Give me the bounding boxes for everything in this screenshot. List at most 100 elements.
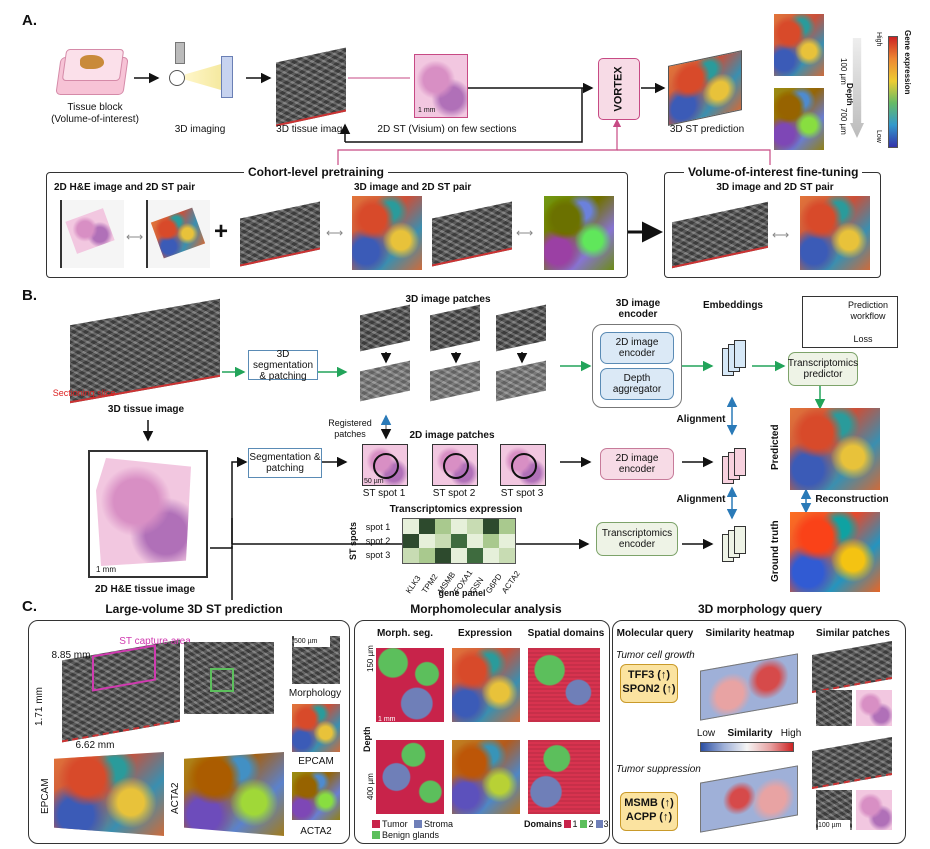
visium-section: [414, 54, 468, 118]
dim-171: 1.71 mm: [34, 687, 45, 726]
depth-label: Depth: [845, 83, 854, 106]
sim-low: Low: [696, 728, 716, 739]
registered-label: Registered patches: [328, 418, 372, 439]
panel-a-letter: A.: [22, 12, 37, 29]
legend-benign: Benign glands: [382, 830, 440, 840]
depth-axis-label: Depth: [362, 726, 372, 753]
q1-label: Tumor cell growth: [616, 650, 695, 661]
imaging-device-illustration: [165, 42, 245, 100]
image-pair-label: 3D image and 2D ST pair: [354, 182, 472, 193]
q1-gene-1: TFF3 (↑): [627, 669, 671, 681]
tissue-image-label-a: 3D tissue image: [276, 124, 348, 135]
spot-label-2: ST spot 2: [432, 488, 476, 499]
colorbar-high: High: [875, 32, 882, 47]
spot-patch-1: [362, 444, 408, 486]
embedding-2d-c: [734, 448, 746, 476]
embedding-3d-c: [734, 340, 746, 368]
embeddings-title: Embeddings: [702, 300, 763, 311]
depth-bottom-label: 700 µm: [839, 108, 848, 135]
morphology-label: Morphology: [288, 688, 342, 699]
legend-tumor: Tumor: [382, 819, 408, 829]
legend-stroma: Stroma: [424, 819, 454, 829]
vortex-label: VORTEX: [613, 66, 626, 112]
enc2d-pill: 2D image encoder: [600, 332, 674, 364]
sim-high: High: [780, 728, 802, 739]
voi-bidir-arrow: ⟷: [772, 228, 790, 242]
capture-area-label: ST capture area: [119, 636, 191, 647]
predicted-map: [790, 408, 880, 490]
pair-st-2: [544, 196, 614, 270]
gene-expression-label: Gene expression: [903, 30, 912, 95]
alignment-2: Alignment: [676, 494, 726, 505]
pair-st-1: [352, 196, 422, 270]
scale-50um: 50 µm: [364, 478, 384, 485]
st-slice-bottom: [774, 88, 824, 150]
seg2d-box: Segmentation & patching: [248, 448, 322, 478]
legend-box: [802, 296, 898, 348]
st-spots-axis-label: ST spots: [348, 521, 358, 560]
morph-seg-top: [376, 648, 444, 722]
he-st-slide: [146, 200, 210, 268]
he-image-label: 2D H&E tissue image: [94, 584, 196, 595]
morpho-title: Morphomolecular analysis: [410, 602, 562, 616]
legend-stroma-swatch: [414, 820, 422, 828]
domain-1: 1: [572, 819, 578, 829]
tissue-image-label-b: 3D tissue image: [107, 404, 185, 415]
alignment-1: Alignment: [676, 414, 726, 425]
spot-patch-2: [432, 444, 478, 486]
spot-row-1: spot 1: [365, 522, 391, 532]
gene-expression-colorbar: [888, 36, 898, 148]
q2-box: MSMB (↑) ACPP (↑): [620, 792, 678, 831]
legend-loss: Loss: [853, 334, 873, 344]
tissue-block-sublabel: (Volume-of-interest): [51, 114, 139, 125]
spot-label-3: ST spot 3: [500, 488, 544, 499]
encoder-title: 3D image encoder: [615, 298, 661, 320]
he-scale: 1 mm: [96, 565, 116, 574]
vortex-box: VORTEX: [598, 58, 640, 120]
st-prediction-label: 3D ST prediction: [669, 124, 745, 135]
voi-title: Volume-of-interest fine-tuning: [684, 165, 863, 179]
spatial-bottom: [528, 740, 600, 814]
he-pair-label: 2D H&E image and 2D ST pair: [54, 182, 196, 193]
acta2-patch: [292, 772, 340, 820]
depth-400: 400 µm: [366, 773, 375, 800]
query-box: [612, 620, 906, 844]
tx-heatmap-grid: [402, 518, 516, 564]
expression-top: [452, 648, 520, 722]
plus-sign: +: [214, 218, 229, 245]
ground-truth-map: [790, 512, 880, 592]
depth-150: 150 µm: [366, 645, 375, 672]
similar-gray-1: [816, 690, 852, 726]
tissue-block-illustration: [55, 45, 129, 97]
epcam-side-label: EPCAM: [40, 778, 51, 814]
tissue-block-label: Tissue block: [67, 102, 123, 113]
spatial-top: [528, 648, 600, 722]
morph-scale: 1 mm: [378, 716, 396, 723]
q1-gene-2: SPON2 (↑): [622, 683, 676, 695]
bidir-arrow-he: ⟷: [126, 230, 144, 244]
dim-662: 6.62 mm: [75, 740, 115, 751]
similar-he-2: [856, 790, 892, 830]
ground-truth-label: Ground truth: [770, 520, 781, 582]
scale-100um: 100 µm: [818, 820, 850, 831]
expression-header: Expression: [458, 628, 512, 639]
q2-gene-1: MSMB (↑): [624, 797, 674, 809]
bidir-arrow-2: ⟷: [516, 226, 534, 240]
mol-query-header: Molecular query: [616, 628, 694, 639]
depth-agg-pill: Depth aggregator: [600, 368, 674, 400]
query-title: 3D morphology query: [697, 602, 822, 616]
panel-a-arrows: [134, 72, 771, 243]
he-slide: [60, 200, 124, 268]
domain-3-swatch: [596, 820, 603, 828]
large-volume-box: [28, 620, 350, 844]
q2-label: Tumor suppression: [616, 764, 701, 775]
st-slice-top: [774, 14, 824, 76]
large-volume-title: Large-volume 3D ST prediction: [105, 602, 283, 616]
patches3d-title: 3D image patches: [405, 294, 491, 305]
sim-label: Similarity: [727, 728, 773, 739]
encoder-container: [592, 324, 682, 408]
cohort-title: Cohort-level pretraining: [244, 165, 389, 179]
zoom-slice: [184, 642, 274, 714]
sectioning-label: Sectioning slice: [52, 388, 116, 398]
domain-1-swatch: [564, 820, 571, 828]
